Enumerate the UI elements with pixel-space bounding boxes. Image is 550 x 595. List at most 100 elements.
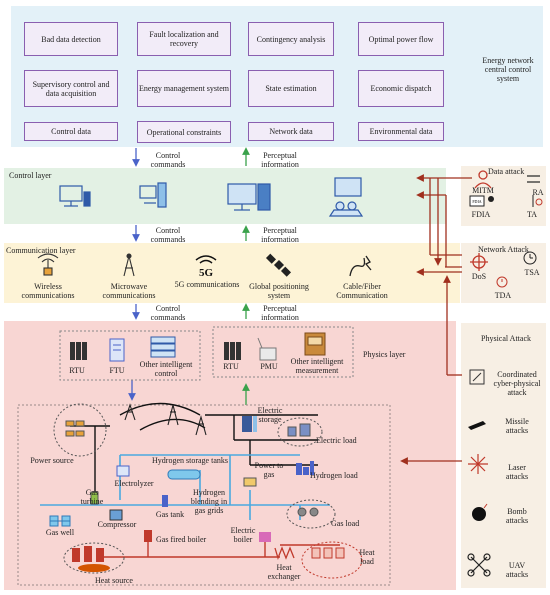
laser-attack-label: Laser attacks xyxy=(505,463,529,481)
wireless-label: Wireless communications xyxy=(21,282,75,300)
mitm-icon xyxy=(474,170,492,189)
power-source-icon xyxy=(53,403,107,457)
gps-label: Global positioning system xyxy=(249,282,309,300)
fiveg-icon: 5G xyxy=(195,255,217,279)
microwave-label: Microwave communications xyxy=(102,282,156,300)
heat-exchanger-icon xyxy=(274,546,295,560)
transmission-tower-icon xyxy=(124,403,207,436)
cable-label: Cable/Fiber Communication xyxy=(336,282,388,300)
physical-attack-title: Physical Attack xyxy=(481,334,531,343)
bad-data-detection-box: Bad data detection xyxy=(24,22,118,56)
gas-tank-label: Gas tank xyxy=(155,510,185,519)
electrolyzer-icon xyxy=(116,465,130,477)
operational-constraints-box: Operational constraints xyxy=(137,121,231,143)
perceptual-info-label-2: Perceptual information xyxy=(261,226,299,244)
heat-source-label: Heat source xyxy=(95,576,133,585)
gas-turbine-icon xyxy=(90,491,99,505)
heat-load-icon xyxy=(301,541,363,579)
power-to-gas-icon xyxy=(243,477,257,487)
tda-icon xyxy=(496,276,508,288)
gas-turbine-label: Gas turbine xyxy=(80,488,104,506)
gas-well-label: Gas well xyxy=(45,528,75,537)
contingency-analysis-box: Contingency analysis xyxy=(248,22,334,56)
physics-layer-title: Physics layer xyxy=(363,350,406,359)
power-source-label: Power source xyxy=(30,456,74,465)
gas-fired-boiler-icon xyxy=(144,530,152,542)
heat-load-label: Heat load xyxy=(359,548,375,566)
satellite-icon xyxy=(265,253,292,277)
coordinated-attack-label: Coordinated cyber-physical attack xyxy=(493,370,541,397)
communication-layer-panel xyxy=(4,243,460,303)
computer-icon xyxy=(59,185,91,207)
perceptual-info-label-3: Perceptual information xyxy=(261,304,299,322)
electric-storage-label: Electric storage xyxy=(257,406,283,424)
energy-management-box: Energy management system xyxy=(137,70,231,107)
bomb-attack-label: Bomb attacks xyxy=(505,507,529,525)
ra-label: RA xyxy=(532,188,544,197)
electric-boiler-icon xyxy=(259,532,271,542)
gas-tank-icon xyxy=(162,495,168,507)
central-system-title: Energy network central control system xyxy=(482,56,534,83)
control-command-arrows xyxy=(128,148,140,401)
environmental-data-box: Environmental data xyxy=(358,122,444,141)
rtu-label: RTU xyxy=(69,366,85,375)
economic-dispatch-box: Economic dispatch xyxy=(358,70,444,107)
perceptual-info-label-1: Perceptual information xyxy=(261,151,299,169)
state-estimation-box: State estimation xyxy=(248,70,334,107)
ftu-icon xyxy=(109,338,125,362)
cable-icon xyxy=(349,255,372,277)
physical-attack-panel xyxy=(461,323,546,588)
server-monitor-icon xyxy=(227,183,271,211)
fdia-icon: FDIA xyxy=(469,195,494,207)
missile-icon xyxy=(468,421,486,430)
uav-icon xyxy=(467,553,491,577)
svg-text:5G: 5G xyxy=(199,267,214,279)
power-to-gas-label: Power to gas xyxy=(254,461,284,479)
electric-load-label: Electric load xyxy=(316,436,357,445)
hydrogen-blending-label: Hydrogen blending in gas grids xyxy=(190,488,228,515)
laser-icon xyxy=(468,454,488,474)
heat-lines xyxy=(100,540,340,558)
svg-text:FDIA: FDIA xyxy=(472,199,481,204)
energy-network-outline xyxy=(17,404,391,586)
control-devices-outline xyxy=(59,330,201,381)
rtu-measure-icon xyxy=(224,342,241,360)
electric-load-icon xyxy=(277,417,323,447)
heat-exchanger-label: Heat exchanger xyxy=(267,563,301,581)
hydrogen-load-icon xyxy=(296,461,314,475)
fault-localization-box: Fault localization and recovery xyxy=(137,22,231,56)
gas-load-icon xyxy=(286,499,336,529)
control-data-box: Control data xyxy=(24,122,118,141)
gas-fired-boiler-label: Gas fired boiler xyxy=(156,535,207,544)
intelligent-measurement-label: Other intelligent measurement xyxy=(290,357,344,375)
network-attack-panel xyxy=(461,243,546,303)
heat-source-icon xyxy=(63,542,125,574)
hydrogen-storage-label: Hydrogen storage tanks xyxy=(152,456,228,465)
ra-icon xyxy=(527,175,540,183)
control-layer-title: Control layer xyxy=(9,171,52,180)
attack-arrows xyxy=(400,174,472,465)
dos-label: DoS xyxy=(471,272,487,281)
control-commands-label-3: Control commands xyxy=(150,304,186,322)
ftu-label: FTU xyxy=(109,366,125,375)
missile-attack-label: Missile attacks xyxy=(505,417,529,435)
dos-icon xyxy=(470,253,488,271)
compressor-label: Compressor xyxy=(97,520,137,529)
microwave-tower-icon xyxy=(123,253,135,277)
mitm-label: MITM xyxy=(472,186,494,195)
hydrogen-lines xyxy=(40,454,330,520)
intelligent-control-icon xyxy=(150,336,176,358)
pmu-icon xyxy=(257,337,277,361)
tda-label: TDA xyxy=(494,291,512,300)
rtu-measure-label: RTU xyxy=(223,362,239,371)
pmu-label: PMU xyxy=(260,362,278,371)
tsa-icon xyxy=(523,251,537,265)
electrolyzer-label: Electrolyzer xyxy=(114,479,154,488)
intelligent-control-label: Other intelligent control xyxy=(139,360,193,378)
wireless-icon xyxy=(37,253,59,276)
operator-icon xyxy=(328,177,364,217)
electric-storage-icon xyxy=(242,416,257,432)
communication-layer-title: Communication layer xyxy=(6,246,76,255)
tsa-label: TSA xyxy=(524,268,540,277)
